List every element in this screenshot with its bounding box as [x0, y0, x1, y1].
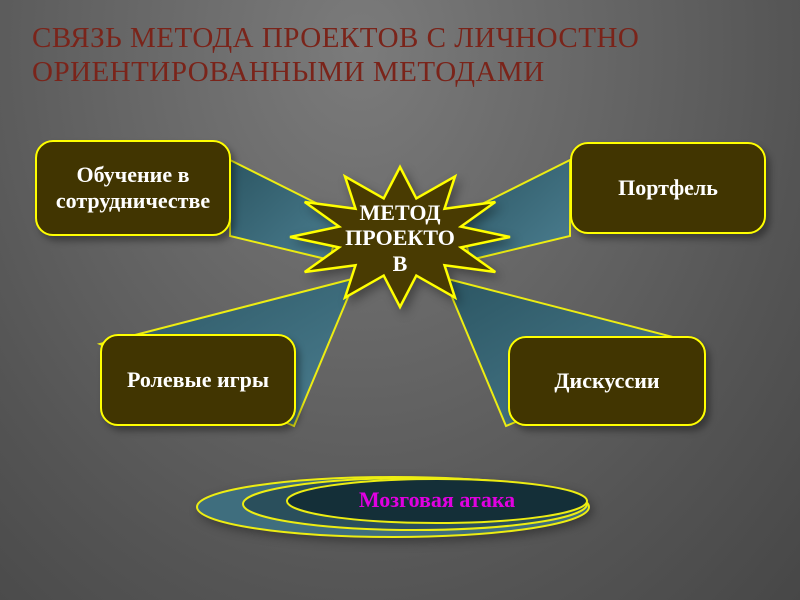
- slide-title: СВЯЗЬ МЕТОДА ПРОЕКТОВ С ЛИЧНОСТНО ОРИЕНТ…: [32, 22, 752, 89]
- node-portfolio: Портфель: [570, 142, 766, 234]
- brainstorm-ellipse-inner: [286, 478, 588, 524]
- center-starburst: [289, 164, 511, 310]
- brainstorm-label: Мозговая атака: [358, 487, 516, 512]
- slide-title-line1: СВЯЗЬ МЕТОДА ПРОЕКТОВ С ЛИЧНОСТНО: [32, 22, 640, 54]
- node-role-games: Ролевые игры: [100, 334, 296, 426]
- center-node-label-wrap: МЕТОД ПРОЕКТОВ: [344, 196, 456, 280]
- node-cooperative-learning: Обучение в сотрудничестве: [35, 140, 231, 236]
- node-discussions: Дискуссии: [508, 336, 706, 426]
- node-cooperative-learning-label: Обучение в сотрудничестве: [55, 162, 211, 213]
- node-discussions-label: Дискуссии: [554, 368, 660, 394]
- slide-title-line2: ОРИЕНТИРОВАННЫМИ МЕТОДАМИ: [32, 55, 545, 88]
- node-role-games-label: Ролевые игры: [126, 367, 270, 393]
- node-portfolio-label: Портфель: [618, 175, 718, 201]
- center-node-label: МЕТОД ПРОЕКТОВ: [345, 200, 455, 276]
